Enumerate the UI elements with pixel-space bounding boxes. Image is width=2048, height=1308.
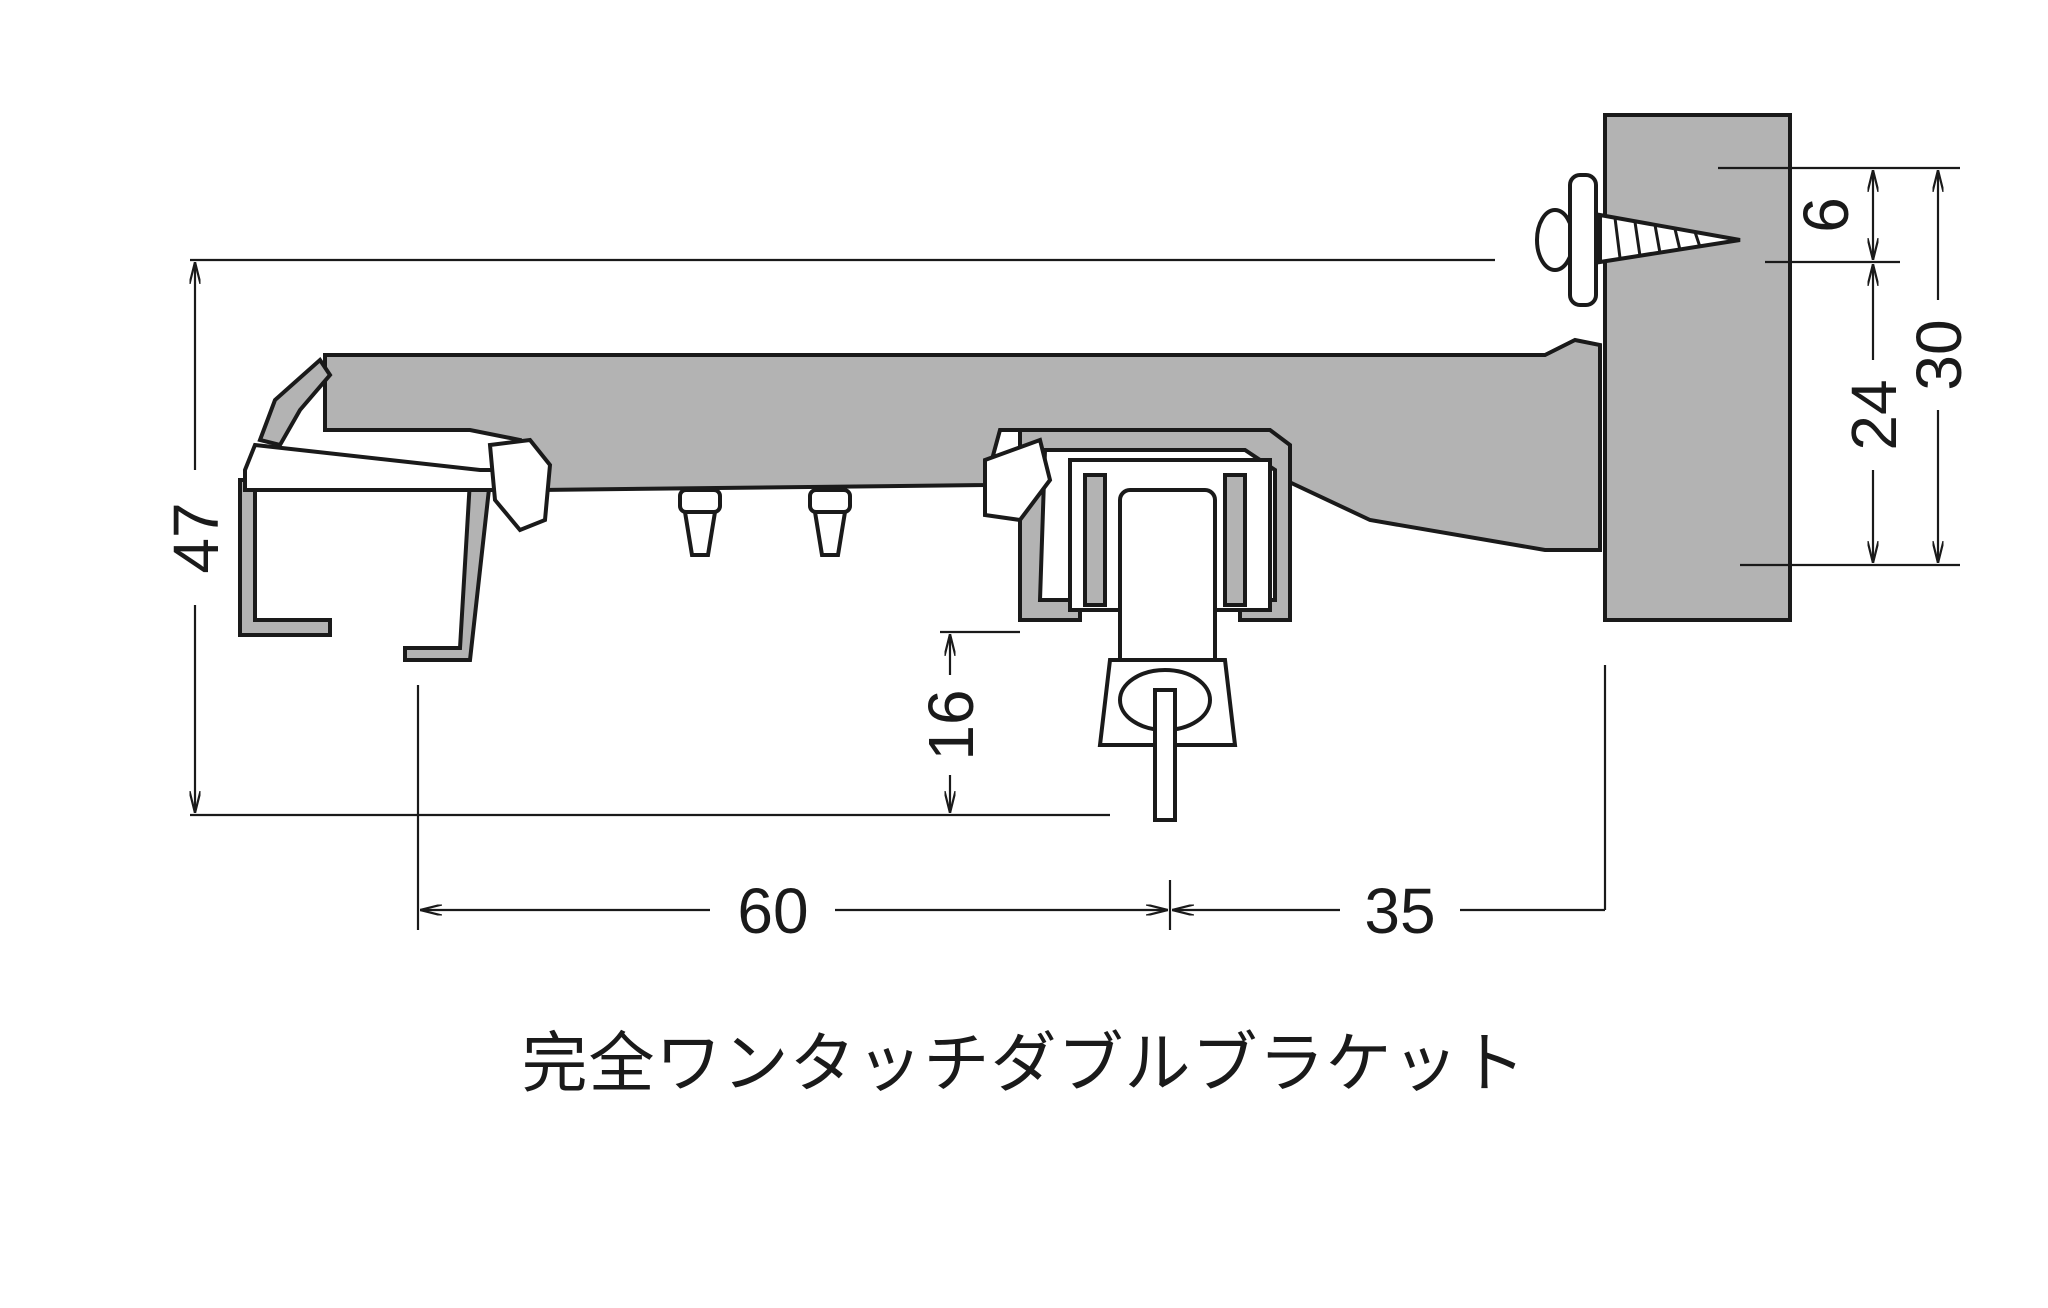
hook-left xyxy=(678,488,722,557)
runner xyxy=(1097,488,1238,822)
dim-screw-offset: 6 xyxy=(1790,197,1862,233)
hook-right xyxy=(808,488,852,557)
wall-mount-block xyxy=(1603,113,1792,622)
dim-runner-drop: 16 xyxy=(915,689,987,760)
left-rail xyxy=(238,356,553,662)
screw xyxy=(1535,173,1741,307)
dim-height-total: 47 xyxy=(160,502,232,573)
dim-bracket-offset: 35 xyxy=(1364,875,1435,947)
dim-rail-width: 60 xyxy=(737,875,808,947)
dim-mount-height: 30 xyxy=(1903,319,1975,390)
dimension-lines xyxy=(190,166,1960,930)
diagram-caption: 完全ワンタッチダブルブラケット xyxy=(521,1025,1527,1102)
dim-mount-hole-span: 24 xyxy=(1838,379,1910,450)
